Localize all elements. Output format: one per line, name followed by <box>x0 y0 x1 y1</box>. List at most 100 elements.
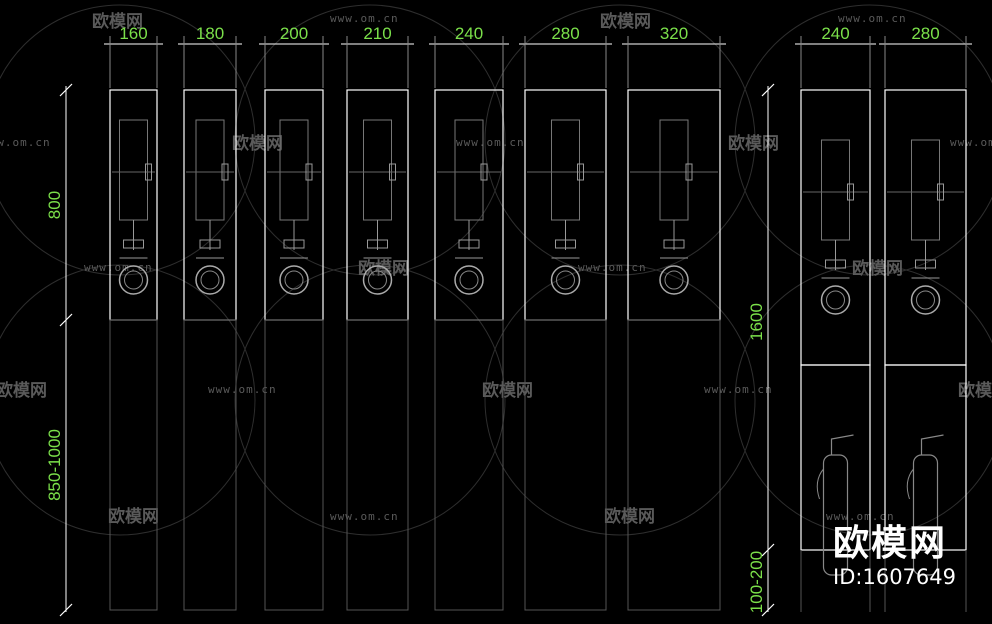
watermark-brand: 欧模网 <box>728 133 779 154</box>
watermark-brand: 欧模网 <box>92 11 143 32</box>
cabinet-280 <box>524 89 607 611</box>
cabinet-lower <box>800 364 871 551</box>
valve-wheel-inner <box>664 270 684 290</box>
cabinet-door <box>264 89 324 321</box>
valve-wheel <box>195 265 225 295</box>
valve-body <box>555 239 576 249</box>
cabinet-lower <box>434 319 504 611</box>
cabinet-lower <box>524 319 607 611</box>
valve-wheel <box>910 285 941 315</box>
valve-wheel-inner <box>826 290 845 310</box>
extinguisher-body <box>822 454 849 576</box>
valve-body <box>663 239 685 249</box>
cabinet-tall-240 <box>800 89 871 612</box>
height-label-upper: 800 <box>45 191 64 219</box>
handle <box>305 163 313 181</box>
extinguisher-hose <box>816 468 824 500</box>
handle <box>480 163 488 181</box>
watermark-brand: 欧模网 <box>604 506 655 527</box>
valve-wheel <box>118 265 149 295</box>
valve-wheel <box>454 265 484 295</box>
width-label: 240 <box>821 24 849 43</box>
handle <box>685 163 693 181</box>
watermark-url: www.om.cn <box>208 383 277 396</box>
handle <box>937 183 944 201</box>
valve-body <box>458 239 480 249</box>
cabinet-240 <box>434 89 504 611</box>
watermark-url: www.om.cn <box>456 136 525 149</box>
valve-wheel-inner <box>200 270 220 290</box>
valve-wheel <box>279 265 309 295</box>
handle <box>847 183 854 201</box>
dim-tick <box>59 603 73 617</box>
hose-reel-box <box>279 119 309 221</box>
cabinet-door <box>109 89 158 321</box>
hose-reel-box <box>363 119 392 221</box>
width-label: 180 <box>196 24 224 43</box>
cabinet-320 <box>627 89 721 611</box>
handle <box>221 163 229 181</box>
watermark-brand: 欧模网 <box>958 380 992 401</box>
valve-wheel-inner <box>284 270 304 290</box>
watermark-brand: 欧模网 <box>0 380 47 401</box>
cabinet-160 <box>109 89 158 611</box>
cabinet-lower <box>264 319 324 611</box>
valve-body <box>283 239 305 249</box>
height-label-upper: 1600 <box>747 303 766 341</box>
handle <box>145 163 152 181</box>
hose-reel-box <box>454 119 484 221</box>
height-label-lower: 850-1000 <box>45 429 64 501</box>
cabinet-tall-280 <box>884 89 967 612</box>
valve-wheel <box>362 265 393 295</box>
hose-reel-box <box>119 119 148 221</box>
cabinet-door <box>627 89 721 321</box>
cabinet-upper <box>884 89 967 366</box>
dim-tick <box>761 543 775 557</box>
brand-logo-id: ID:1607649 <box>833 565 956 589</box>
cabinet-180 <box>183 89 237 611</box>
hose-reel-box <box>911 139 940 241</box>
dim-tick <box>761 83 775 97</box>
watermark-url: www.om.cn <box>330 12 399 25</box>
width-label: 320 <box>660 24 688 43</box>
width-label: 200 <box>280 24 308 43</box>
valve-body <box>367 239 388 249</box>
height-label-lower: 100-200 <box>747 551 766 613</box>
watermark-url: www.om.cn <box>704 383 773 396</box>
width-label: 240 <box>455 24 483 43</box>
watermark-url: www.om.cn <box>578 261 647 274</box>
cabinet-lower <box>884 364 967 551</box>
hose-reel-box <box>195 119 225 221</box>
width-label: 280 <box>551 24 579 43</box>
hose-reel-box <box>659 119 689 221</box>
watermark-url: www.om.cn <box>826 510 895 523</box>
handle <box>389 163 396 181</box>
dim-tick <box>761 603 775 617</box>
watermark-brand: 欧模网 <box>358 258 409 279</box>
watermark-brand: 欧模网 <box>232 133 283 154</box>
cabinet-210 <box>346 89 409 611</box>
handle <box>577 163 584 181</box>
valve-body <box>123 239 144 249</box>
cabinet-200 <box>264 89 324 611</box>
cabinet-door <box>434 89 504 321</box>
dim-tick <box>59 83 73 97</box>
cabinet-lower <box>627 319 721 611</box>
width-label: 280 <box>911 24 939 43</box>
watermark-brand: 欧模网 <box>108 506 159 527</box>
watermark-url: www.om.cn <box>838 12 907 25</box>
valve-wheel <box>659 265 689 295</box>
extinguisher-nozzle <box>830 434 854 455</box>
width-label: 160 <box>119 24 147 43</box>
watermark-url: www.om.cn <box>84 261 153 274</box>
valve-body <box>915 259 936 269</box>
cabinet-lower <box>109 319 158 611</box>
valve-wheel-inner <box>459 270 479 290</box>
extinguisher-body <box>912 454 939 576</box>
watermark-brand: 欧模网 <box>852 258 903 279</box>
valve-wheel-inner <box>556 270 575 290</box>
hose-reel-box <box>821 139 850 241</box>
brand-logo: 欧模网 ID:1607649 <box>833 524 956 590</box>
hose-reel-box <box>551 119 580 221</box>
